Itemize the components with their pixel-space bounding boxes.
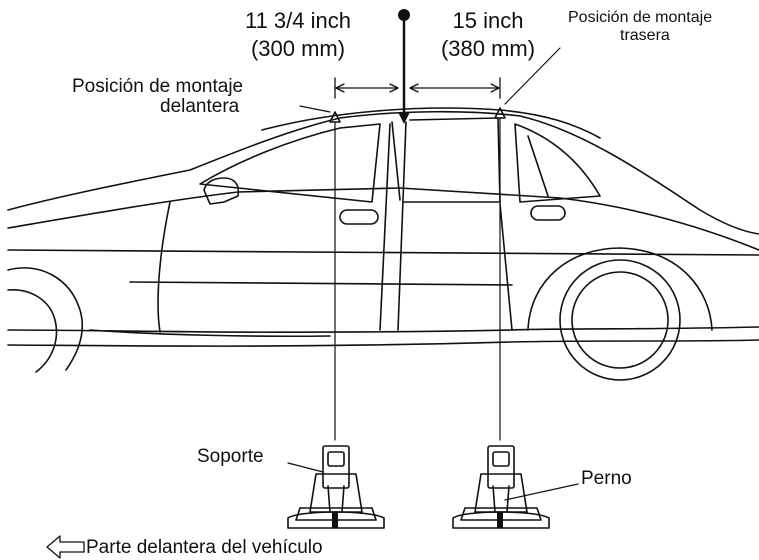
car-body bbox=[7, 110, 759, 347]
rear-dimension-inch: 15 inch bbox=[452, 8, 524, 33]
front-position-label-line2: delantera bbox=[160, 96, 240, 117]
front-wheel bbox=[7, 267, 84, 373]
bolt-label: Perno bbox=[581, 468, 632, 489]
rear-support-bracket bbox=[452, 445, 550, 529]
reference-pin-icon bbox=[398, 9, 410, 124]
rear-label-leader bbox=[504, 47, 561, 105]
front-dimension-mm: (300 mm) bbox=[250, 36, 346, 61]
bolt-leader bbox=[504, 483, 579, 501]
dimension-lines bbox=[334, 77, 501, 99]
rear-mount-marker bbox=[494, 107, 506, 441]
front-dimension-inch: 11 3/4 inch bbox=[244, 8, 351, 33]
front-support-bracket bbox=[287, 445, 385, 529]
rear-position-label-line2: trasera bbox=[620, 27, 670, 44]
rear-dimension-mm: (380 mm) bbox=[440, 36, 536, 61]
door-seams bbox=[157, 121, 566, 333]
front-position-label-line1: Posición de montaje bbox=[72, 76, 244, 97]
arrow-left-outline-icon bbox=[46, 535, 85, 559]
vehicle-front-label: Parte delantera del vehículo bbox=[86, 537, 323, 558]
support-leader bbox=[287, 462, 324, 473]
support-label: Soporte bbox=[197, 446, 264, 467]
car-windows bbox=[199, 117, 601, 205]
front-mount-marker bbox=[329, 111, 341, 441]
roof-line bbox=[261, 107, 601, 139]
rear-wheel bbox=[527, 247, 713, 381]
rear-position-label-line1: Posición de montaje bbox=[568, 9, 713, 26]
front-label-leader bbox=[299, 105, 331, 113]
